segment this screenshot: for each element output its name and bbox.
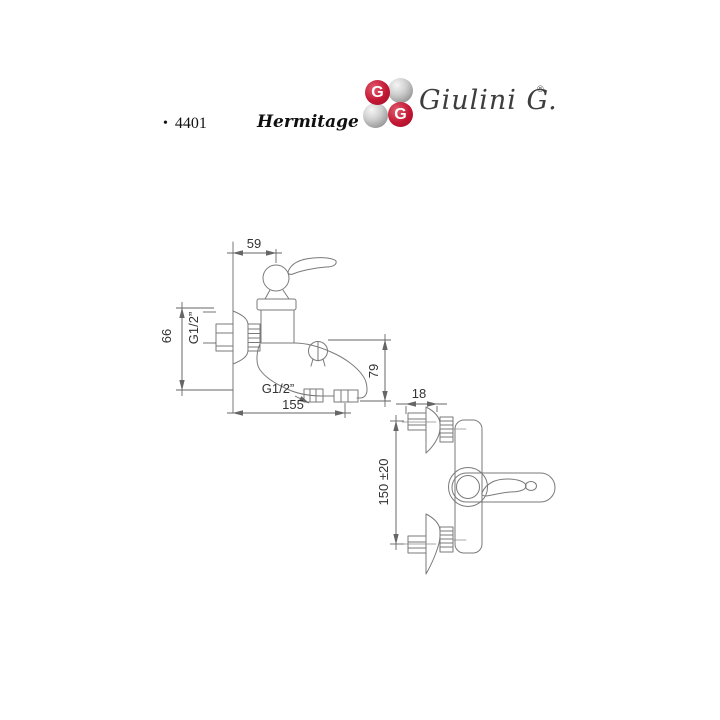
spout-bottom-edge: [256, 343, 335, 397]
hex-fitting: [407, 535, 427, 554]
handle-lever-outline: [451, 472, 556, 503]
logo-spheres-icon: G G: [363, 77, 415, 129]
wall-flange: [425, 406, 441, 454]
bath-mixer-side-view-drawing: [215, 241, 368, 414]
handle-lever: [287, 257, 337, 275]
handle-ball: [262, 264, 290, 292]
mixer-body: [454, 419, 483, 554]
bath-mixer-dimensions: 59 66 G1/2” 79 G1/2” 155: [159, 236, 391, 418]
spout-outlet: [333, 389, 359, 403]
series-name: Hermitage: [257, 112, 359, 132]
logo-sphere-silver-icon: [363, 103, 388, 128]
shower-mixer-front-view-drawing: [401, 406, 556, 575]
handle-ring-inner: [456, 475, 480, 499]
dim-interaxis-label: 150 ±20: [376, 459, 391, 506]
mixer-body: [260, 309, 295, 344]
logo-sphere-red-g-icon: G: [365, 80, 390, 105]
shower-mixer-dimensions: 18 150 ±20: [376, 386, 447, 550]
handshower-connection: [303, 388, 324, 403]
bullet-icon: •: [163, 116, 168, 131]
handshower-thread-label: G1/2”: [262, 381, 295, 396]
logo-sphere-red-g-icon: G: [388, 102, 413, 127]
model-number: • 4401: [163, 115, 207, 133]
handle-ring-outer: [448, 467, 488, 507]
brand-logotype: Giulini G.: [419, 85, 558, 116]
spout-top-edge: [293, 342, 368, 399]
hex-fitting: [215, 323, 234, 352]
dim-flange-width-label: 18: [412, 386, 426, 401]
handle-blade: [481, 478, 527, 497]
dim-union-height-label: 66: [159, 329, 174, 343]
logo-sphere-silver-icon: [388, 78, 413, 103]
registered-trademark: ®: [537, 84, 544, 94]
dim-spout-projection-label: 59: [247, 236, 261, 251]
wall-flange: [232, 310, 249, 365]
handle-tip: [525, 481, 537, 491]
hex-fitting: [407, 412, 427, 431]
dim-spout-drop-label: 79: [366, 364, 381, 378]
technical-drawings: 59 66 G1/2” 79 G1/2” 155: [159, 236, 556, 575]
dim-spout-length-label: 155: [282, 397, 304, 412]
cartridge-cap: [256, 298, 297, 311]
brand-logo: G G Giulini G. ®: [363, 77, 563, 129]
model-number-text: 4401: [174, 115, 207, 132]
wall-thread-label: G1/2”: [186, 312, 201, 345]
